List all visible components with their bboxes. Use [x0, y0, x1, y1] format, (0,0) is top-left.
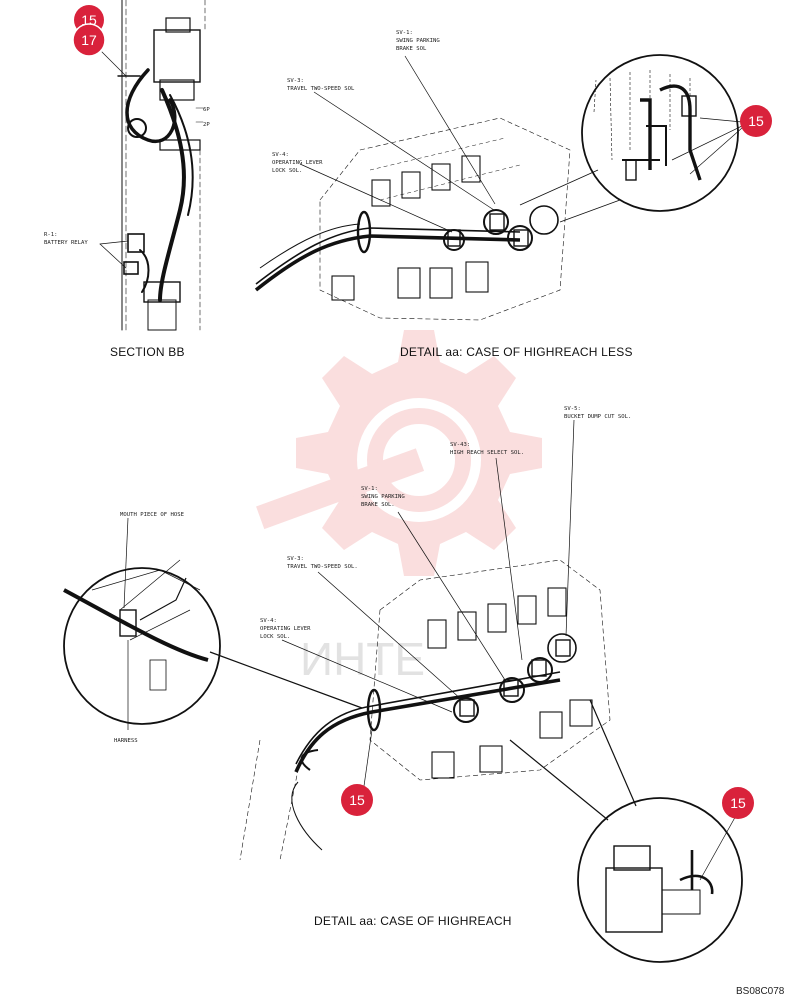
badge-17-section-bb: 17 — [72, 23, 106, 57]
sv3-line1-highreach: TRAVEL TWO-SPEED SOL. — [287, 564, 358, 570]
badge-15-circle — [722, 787, 754, 819]
sv4-code-highreach: SV-4: — [260, 618, 277, 624]
sv1-line1-highreach: SWING PARKING — [361, 494, 405, 500]
valve-block-highreach — [63, 419, 743, 963]
sv1-code-highreach-less: SV-1: — [396, 30, 413, 36]
badge-15-number: 15 — [748, 113, 764, 129]
badge-15-highreach-lower-left: 15 — [341, 784, 373, 816]
sv5-code: SV-5: — [564, 406, 581, 412]
badge-15-circle — [341, 784, 373, 816]
sv4-code-highreach-less: SV-4: — [272, 152, 289, 158]
sv5-line1: BUCKET DUMP CUT SOL. — [564, 414, 631, 420]
badge-17-circle — [72, 23, 106, 57]
sv3-code-highreach: SV-3: — [287, 556, 304, 562]
sv1-line2-highreach-less: BRAKE SOL — [396, 46, 427, 52]
sv43-code: SV-43: — [450, 442, 470, 448]
mouth-piece-label: MOUTH PIECE OF HOSE — [120, 512, 185, 518]
watermark-gear-logo — [256, 330, 542, 576]
drawing-code: BS08C078 — [736, 986, 785, 997]
sv4-line2-highreach: LOCK SOL. — [260, 634, 290, 640]
badge-15-circle — [740, 105, 772, 137]
harness-label: HARNESS — [114, 738, 138, 744]
sv1-line2-highreach: BRAKE SOL. — [361, 502, 395, 508]
battery-relay-code: R-1: — [44, 232, 57, 238]
valve-block-highreach-less — [254, 54, 743, 321]
detail-highreach-caption: DETAIL aa: CASE OF HIGHREACH — [314, 914, 512, 928]
detail-highreach-less-caption: DETAIL aa: CASE OF HIGHREACH LESS — [400, 345, 633, 359]
sv4-line2-highreach-less: LOCK SOL. — [272, 168, 302, 174]
sv1-line1-highreach-less: SWING PARKING — [396, 38, 440, 44]
battery-relay-name: BATTERY RELAY — [44, 240, 88, 246]
badge-15-number: 15 — [730, 795, 746, 811]
sv1-code-highreach: SV-1: — [361, 486, 378, 492]
section-bb-drawing — [99, 0, 206, 331]
port-label-2p: 2P — [203, 122, 210, 128]
sv4-line1-highreach-less: OPERATING LEVER — [272, 160, 323, 166]
sv4-line1-highreach: OPERATING LEVER — [260, 626, 311, 632]
badge-17-number: 17 — [81, 32, 97, 48]
badge-15-number: 15 — [349, 792, 365, 808]
section-bb-caption: SECTION BB — [110, 345, 185, 359]
sv43-line1: HIGH REACH SELECT SOL. — [450, 450, 524, 456]
badge-15-highreach-right: 15 — [722, 787, 754, 819]
sv3-line1-highreach-less: TRAVEL TWO-SPEED SOL — [287, 86, 355, 92]
port-label-6p: 6P — [203, 107, 210, 113]
sv3-code-highreach-less: SV-3: — [287, 78, 304, 84]
watermark-text: ИНТЕ — [300, 633, 425, 685]
badge-15-highreach-less: 15 — [740, 105, 772, 137]
